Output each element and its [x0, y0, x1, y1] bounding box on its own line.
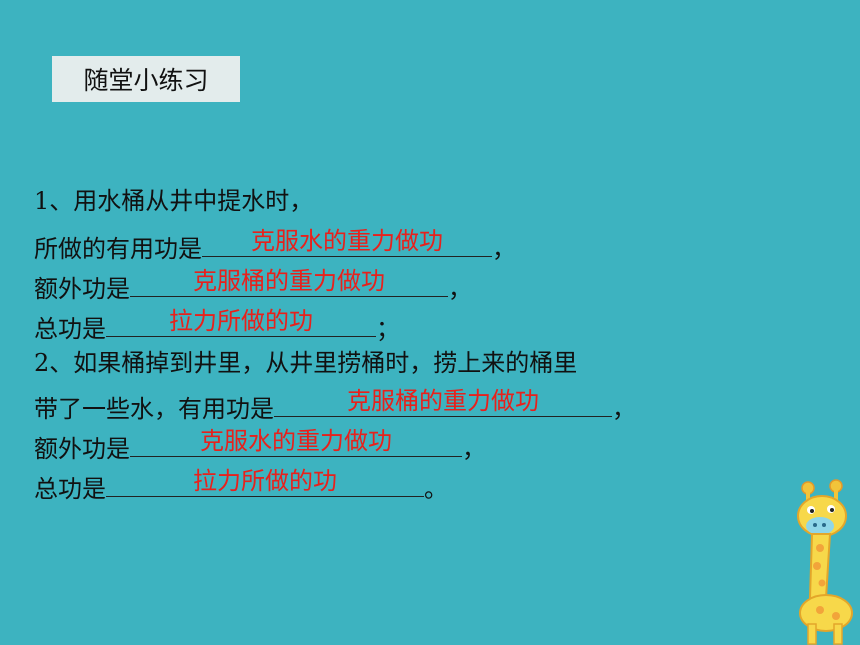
q2-useful-line: 带了一些水，有用功是 克服桶的重力做功 ， [34, 387, 636, 423]
q1-useful-line: 所做的有用功是 克服水的重力做功 ， [34, 227, 516, 263]
q2-useful-blank: 克服桶的重力做功 [274, 387, 612, 417]
q1-extra-suffix: ， [448, 275, 472, 303]
q2-extra-line: 额外功是 克服水的重力做功 ， [34, 427, 486, 463]
q1-useful-suffix: ， [492, 235, 516, 263]
q2-total-suffix: 。 [424, 475, 448, 503]
q2-extra-prefix: 额外功是 [34, 435, 130, 463]
q1-total-blank: 拉力所做的功 [106, 307, 376, 337]
q2-useful-suffix: ， [612, 395, 636, 423]
q1-extra-prefix: 额外功是 [34, 275, 130, 303]
q1-useful-answer: 克服水的重力做功 [251, 227, 443, 255]
q1-total-answer: 拉力所做的功 [169, 307, 313, 335]
q1-total-line: 总功是 拉力所做的功 ； [34, 307, 400, 343]
q1-useful-blank: 克服水的重力做功 [202, 227, 492, 257]
q2-extra-answer: 克服水的重力做功 [200, 427, 392, 455]
q2-useful-answer: 克服桶的重力做功 [347, 387, 539, 415]
q1-extra-blank: 克服桶的重力做功 [130, 267, 448, 297]
q2-intro: 2、如果桶掉到井里，从井里捞桶时，捞上来的桶里 [34, 349, 578, 377]
q1-total-suffix: ； [376, 315, 400, 343]
q1-total-prefix: 总功是 [34, 315, 106, 343]
q2-total-prefix: 总功是 [34, 475, 106, 503]
q2-useful-prefix: 带了一些水，有用功是 [34, 395, 274, 423]
giraffe-icon [797, 479, 853, 645]
q2-extra-suffix: ， [462, 435, 486, 463]
q1-intro: 1、用水桶从井中提水时， [34, 187, 314, 215]
q2-total-blank: 拉力所做的功 [106, 467, 424, 497]
q2-total-line: 总功是 拉力所做的功 。 [34, 467, 448, 503]
q2-total-answer: 拉力所做的功 [193, 467, 337, 495]
q1-extra-line: 额外功是 克服桶的重力做功 ， [34, 267, 472, 303]
q1-extra-answer: 克服桶的重力做功 [193, 267, 385, 295]
q2-extra-blank: 克服水的重力做功 [130, 427, 462, 457]
q1-useful-prefix: 所做的有用功是 [34, 235, 202, 263]
page-title: 随堂小练习 [52, 56, 240, 102]
